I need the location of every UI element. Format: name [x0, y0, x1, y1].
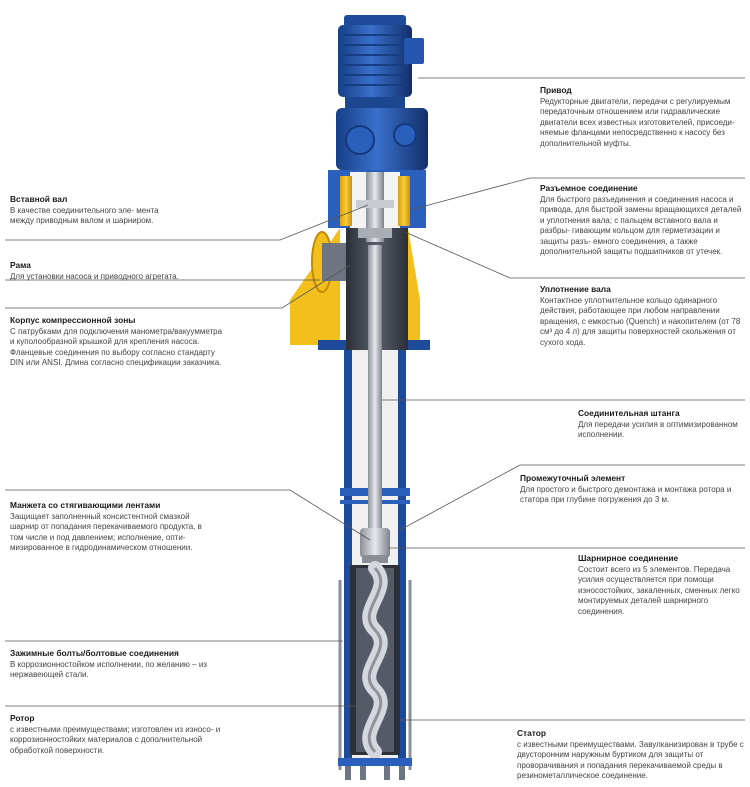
- label-detachable-connection-text: Для быстрого разъединения и соединения н…: [540, 194, 742, 257]
- label-stator-text: с известными преимуществами. Завулканизи…: [517, 739, 744, 781]
- label-frame-title: Рама: [10, 260, 31, 270]
- label-shaft-seal: Уплотнение вала Контактное уплотнительно…: [540, 284, 745, 348]
- label-shaft-seal-text: Контактное уплотнительное кольцо одинарн…: [540, 295, 741, 347]
- label-drive-title: Привод: [540, 85, 572, 95]
- label-plug-in-shaft-text: В качестве соединительного эле- мента ме…: [10, 205, 159, 226]
- label-sleeve-text: Защищает заполненный консистентной смазк…: [10, 511, 202, 553]
- label-drive: Привод Редукторные двигатели, передачи с…: [540, 85, 745, 149]
- label-clamping-bolts-text: В коррозионностойком исполнении, по жела…: [10, 659, 207, 680]
- label-intermediate-element-text: Для простого и быстрого демонтажа и монт…: [520, 484, 732, 505]
- gearbox: [336, 97, 428, 170]
- label-detachable-connection-title: Разъемное соединение: [540, 183, 638, 193]
- label-rotor-text: с известными преимуществами; изготовлен …: [10, 724, 221, 755]
- label-rotor: Ротор с известными преимуществами; изгот…: [10, 713, 235, 756]
- label-drive-text: Редукторные двигатели, передачи с регули…: [540, 96, 735, 148]
- bolt-ends: [345, 766, 405, 780]
- label-joint-text: Состоит всего из 5 элементов. Передача у…: [578, 564, 740, 616]
- label-plug-in-shaft: Вставной вал В качестве соединительного …: [10, 194, 180, 227]
- label-stator-title: Статор: [517, 728, 547, 738]
- label-clamping-bolts: Зажимные болты/болтовые соединения В кор…: [10, 648, 210, 681]
- label-connecting-rod: Соединительная штанга Для передачи усили…: [578, 408, 743, 441]
- clamping-bolts: [338, 580, 412, 770]
- label-compression-housing: Корпус компрессионной зоны С патрубками …: [10, 315, 225, 369]
- label-frame: Рама Для установки насоса и приводного а…: [10, 260, 180, 282]
- label-stator: Статор с известными преимуществами. Заву…: [517, 728, 745, 782]
- label-intermediate-element-title: Промежуточный элемент: [520, 473, 626, 483]
- stator-flange: [338, 758, 412, 766]
- label-compression-housing-text: С патрубками для подключения манометра/в…: [10, 326, 223, 368]
- leader-lines: [5, 77, 745, 721]
- label-detachable-connection: Разъемное соединение Для быстрого разъед…: [540, 183, 745, 258]
- label-compression-housing-title: Корпус компрессионной зоны: [10, 315, 136, 325]
- rotor-edge: [367, 566, 383, 754]
- label-joint-title: Шарнирное соединение: [578, 553, 679, 563]
- label-shaft-seal-title: Уплотнение вала: [540, 284, 611, 294]
- label-clamping-bolts-title: Зажимные болты/болтовые соединения: [10, 648, 179, 658]
- label-sleeve-title: Манжета со стягивающими лентами: [10, 500, 161, 510]
- label-frame-text: Для установки насоса и приводного агрега…: [10, 271, 179, 281]
- label-intermediate-element: Промежуточный элемент Для простого и быс…: [520, 473, 745, 506]
- connecting-rod: [368, 245, 382, 530]
- shaft-seal: [356, 172, 394, 242]
- label-connecting-rod-text: Для передачи усилия в оптимизированном и…: [578, 419, 738, 440]
- joint: [360, 528, 390, 563]
- label-rotor-title: Ротор: [10, 713, 35, 723]
- label-joint: Шарнирное соединение Состоит всего из 5 …: [578, 553, 743, 617]
- label-sleeve: Манжета со стягивающими лентами Защищает…: [10, 500, 210, 554]
- label-connecting-rod-title: Соединительная штанга: [578, 408, 680, 418]
- label-plug-in-shaft-title: Вставной вал: [10, 194, 68, 204]
- motor: [338, 15, 424, 97]
